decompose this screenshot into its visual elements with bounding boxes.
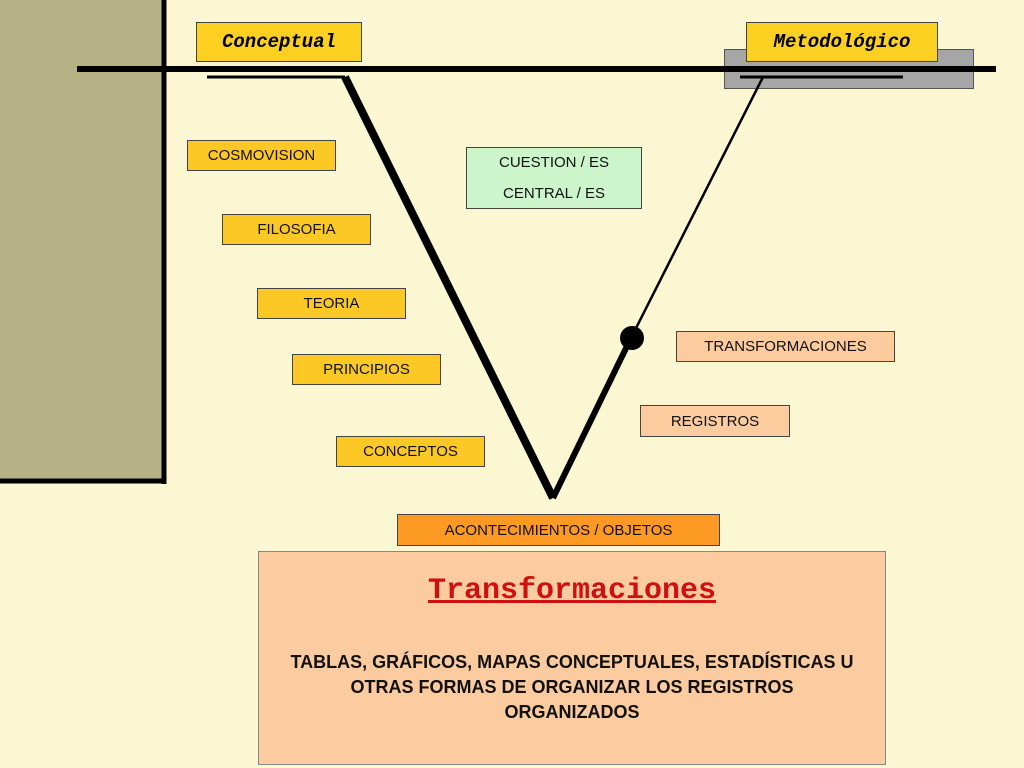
item-filosofia: FILOSOFIA: [222, 214, 371, 245]
transformations-panel: Transformaciones TABLAS, GRÁFICOS, MAPAS…: [258, 551, 886, 765]
methodological-header: Metodológico: [746, 22, 938, 62]
item-transformaciones: TRANSFORMACIONES: [676, 331, 895, 362]
panel-body: TABLAS, GRÁFICOS, MAPAS CONCEPTUALES, ES…: [290, 652, 854, 722]
central-question-box: CUESTION / ES CENTRAL / ES: [466, 147, 642, 209]
central-question-line2: CENTRAL / ES: [503, 185, 605, 202]
item-principios: PRINCIPIOS: [292, 354, 441, 385]
item-conceptos: CONCEPTOS: [336, 436, 485, 467]
item-registros: REGISTROS: [640, 405, 790, 437]
central-question-line1: CUESTION / ES: [498, 154, 610, 171]
item-teoria: TEORIA: [257, 288, 406, 319]
v-right-arm-lower: [550, 336, 634, 500]
base-events-objects: ACONTECIMIENTOS / OBJETOS: [397, 514, 720, 546]
v-left-arm: [341, 75, 557, 500]
side-panel: [0, 0, 162, 480]
v-right-arm-upper: [629, 76, 765, 339]
panel-title: Transformaciones: [427, 574, 717, 608]
v-junction-dot: [620, 326, 644, 350]
item-cosmovision: COSMOVISION: [187, 140, 336, 171]
conceptual-header: Conceptual: [196, 22, 362, 62]
